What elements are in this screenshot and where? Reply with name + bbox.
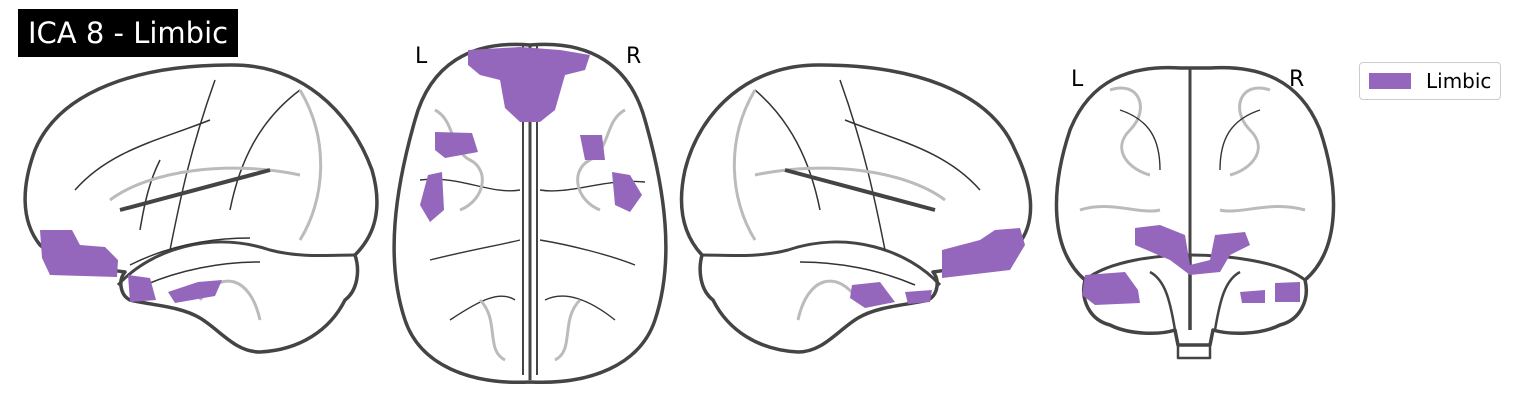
axial-view [392,42,668,385]
axial-left-label: L [415,44,428,69]
limbic-region-coronal [1082,225,1300,305]
limbic-region-axial [420,47,642,222]
legend-label-limbic: Limbic [1426,69,1492,93]
axial-right-label: R [626,44,642,69]
coronal-right-label: R [1289,67,1305,92]
legend: Limbic [1359,62,1501,100]
figure-title: ICA 8 - Limbic [18,9,239,57]
sagittal-right-view [679,63,1033,354]
legend-swatch-limbic [1369,73,1411,89]
limbic-region-sagittal-left [40,230,222,303]
limbic-region-sagittal-right [850,228,1025,308]
coronal-left-label: L [1071,67,1084,92]
coronal-view [1054,65,1336,360]
sagittal-left-view [23,63,379,354]
